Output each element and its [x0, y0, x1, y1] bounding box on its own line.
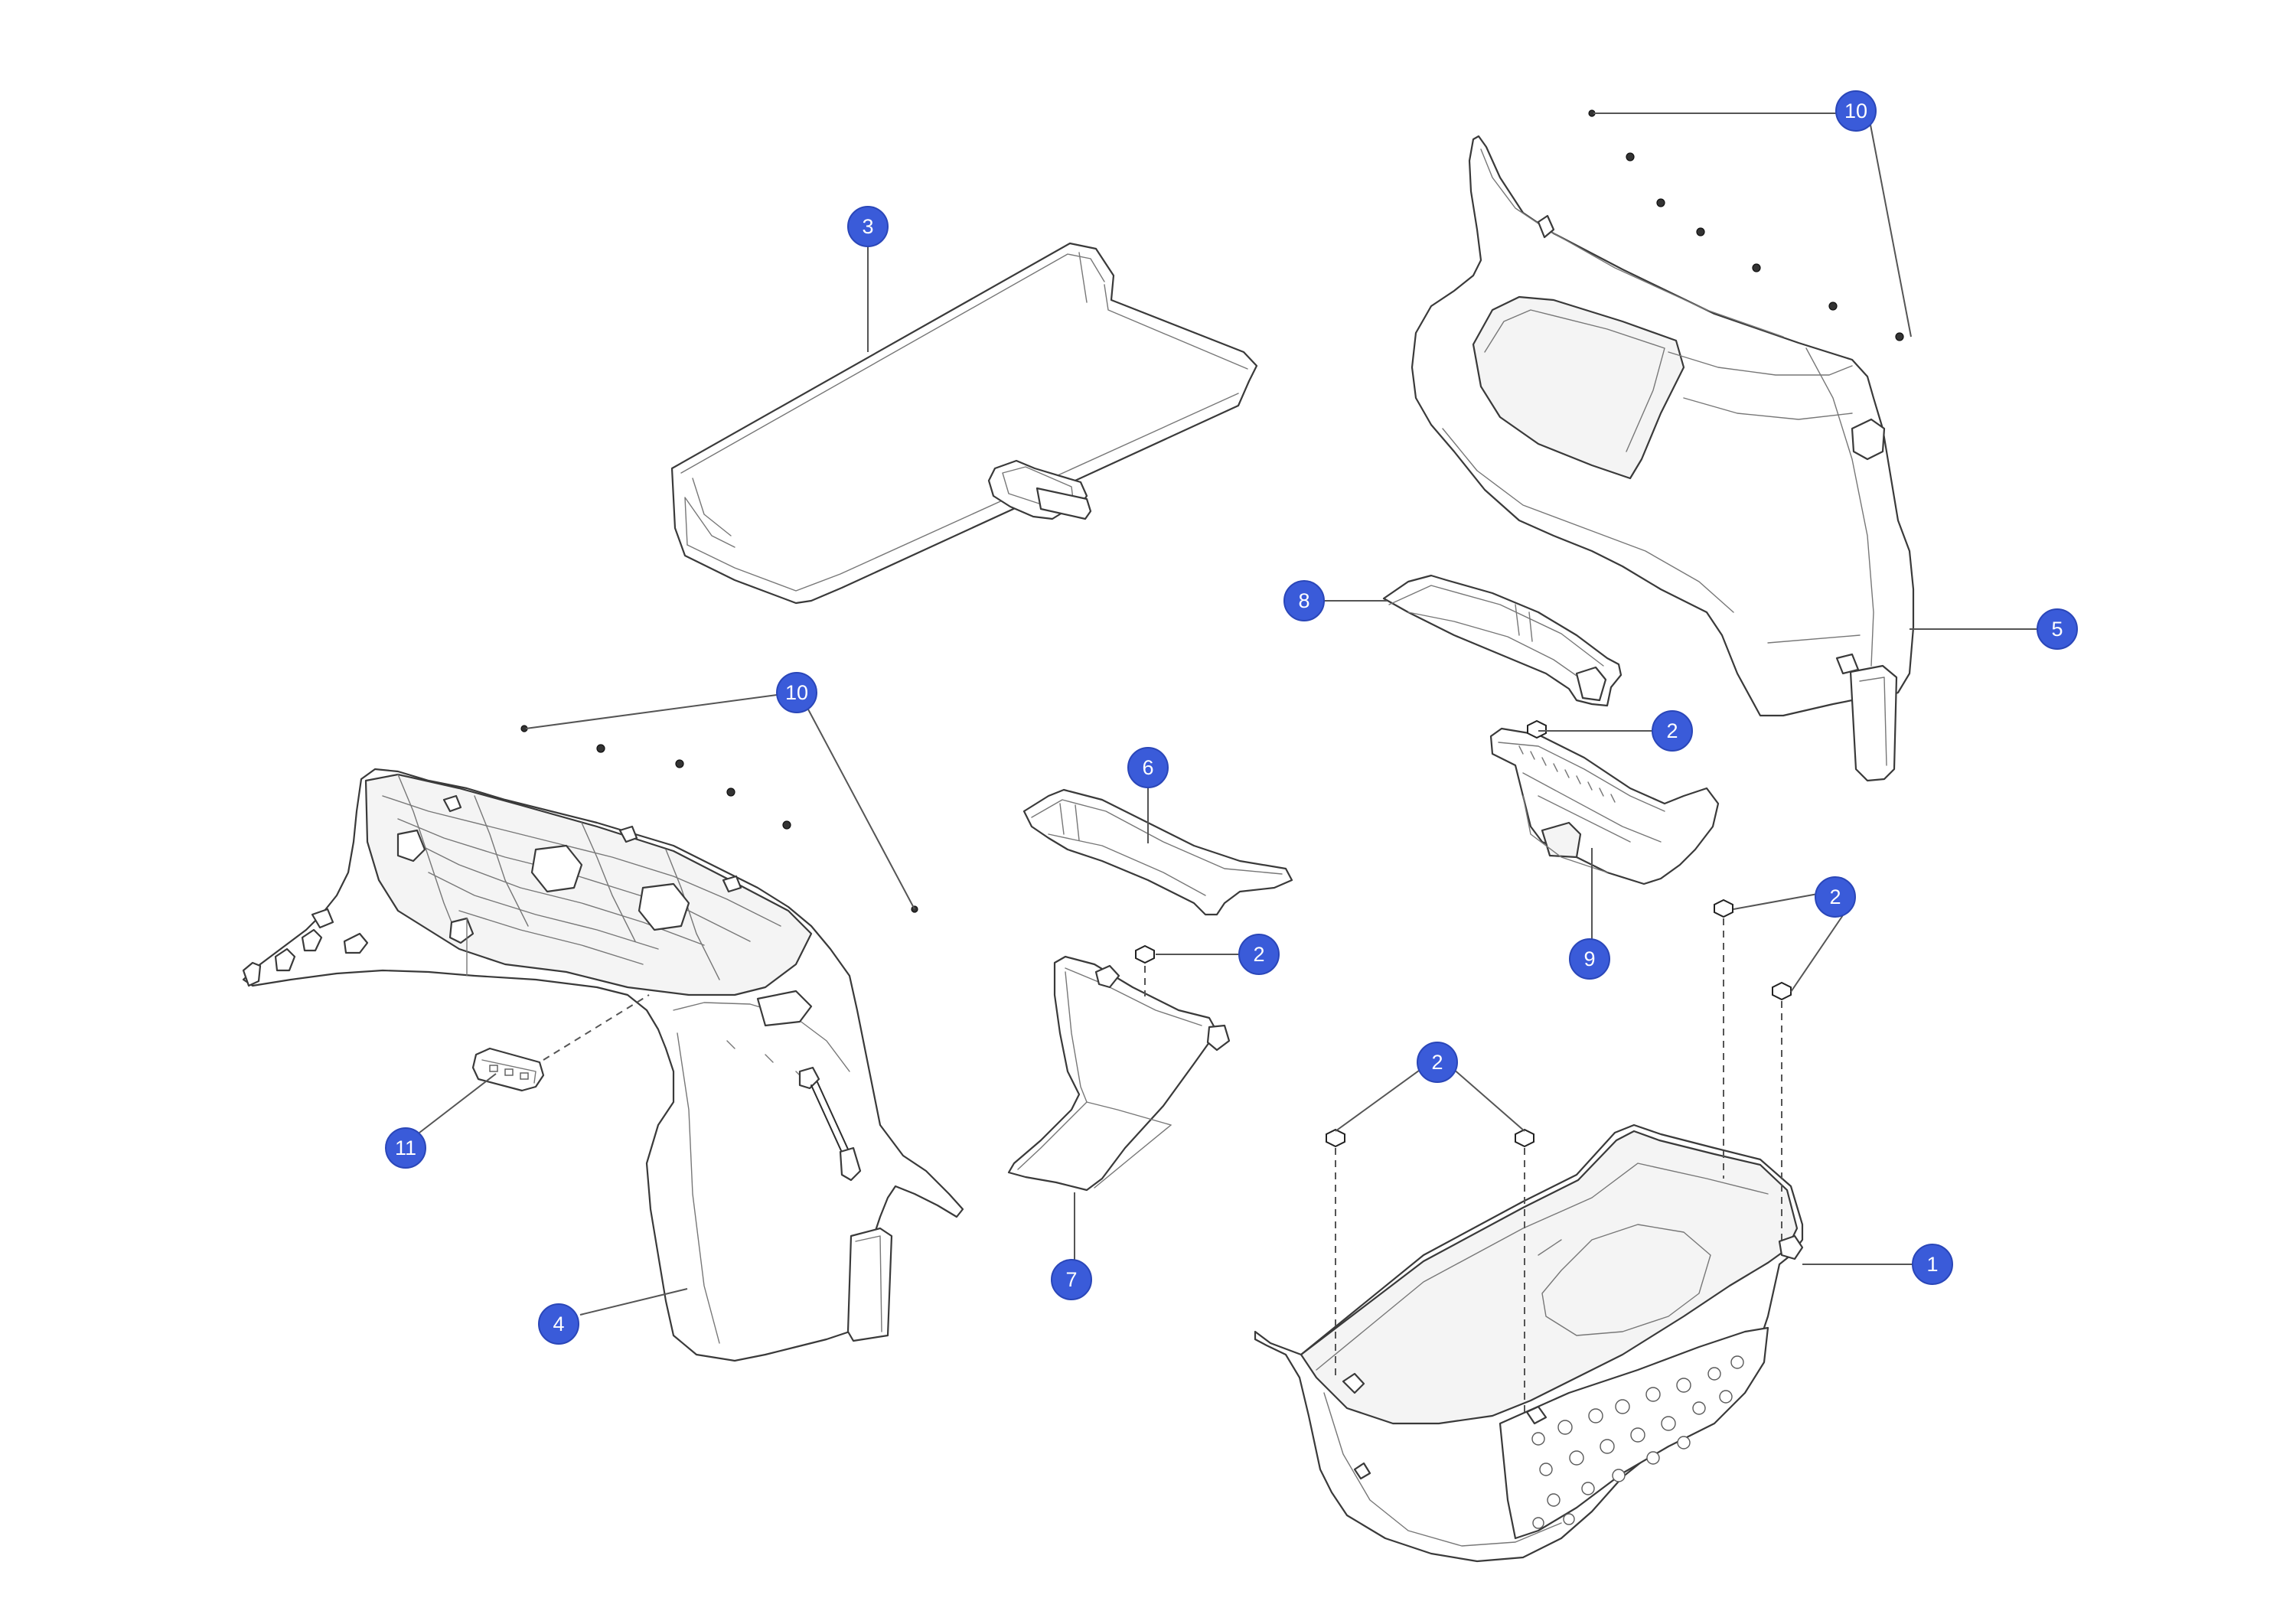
svg-text:2: 2: [1253, 943, 1264, 966]
part-7-lower-bracket: [1007, 955, 1231, 1192]
part-4-quarter-trim-lh: [242, 768, 964, 1362]
part-8-upper-trim: [1382, 574, 1623, 707]
part-9-bracket: [1489, 727, 1720, 885]
svg-text:5: 5: [2051, 618, 2063, 641]
part-3-parcel-shelf: [670, 242, 1258, 605]
part-6-sill-trim: [1022, 788, 1293, 916]
callout-3: 3: [847, 206, 889, 247]
svg-text:10: 10: [1844, 99, 1867, 122]
callout-10-left: 10: [776, 672, 817, 713]
svg-text:7: 7: [1065, 1268, 1077, 1291]
callout-2-right: 2: [1815, 876, 1856, 918]
callout-4: 4: [538, 1303, 579, 1345]
alignment-lines: [543, 918, 1782, 1416]
callout-1: 1: [1912, 1244, 1953, 1285]
part-11-switch: [471, 1047, 545, 1092]
svg-text:2: 2: [1431, 1051, 1443, 1074]
callout-5: 5: [2037, 608, 2078, 650]
svg-text:10: 10: [785, 681, 808, 704]
svg-text:4: 4: [553, 1313, 564, 1335]
svg-text:3: 3: [862, 215, 873, 238]
callout-11: 11: [385, 1127, 426, 1169]
part-1-trunk-tub: [1254, 1123, 1804, 1563]
svg-text:2: 2: [1829, 885, 1841, 908]
svg-text:11: 11: [395, 1136, 416, 1159]
svg-text:2: 2: [1666, 719, 1678, 742]
callout-8: 8: [1283, 580, 1325, 621]
callout-7: 7: [1051, 1259, 1092, 1300]
callout-2-bracket: 2: [1652, 710, 1693, 752]
part-5-quarter-trim-rh: [1411, 135, 1915, 782]
svg-text:6: 6: [1142, 756, 1153, 779]
svg-text:1: 1: [1926, 1253, 1938, 1276]
leader-lines: [419, 113, 2037, 1316]
callout-9: 9: [1569, 938, 1610, 980]
tub-mounting-holes: [1531, 1355, 1744, 1529]
callout-2-tub: 2: [1417, 1042, 1458, 1083]
svg-text:8: 8: [1298, 589, 1309, 612]
fasteners: [520, 109, 1904, 1148]
callout-2-lower-bracket: 2: [1238, 934, 1280, 975]
callout-6: 6: [1127, 747, 1169, 788]
callout-10-upper: 10: [1835, 90, 1877, 132]
svg-text:9: 9: [1583, 947, 1595, 970]
